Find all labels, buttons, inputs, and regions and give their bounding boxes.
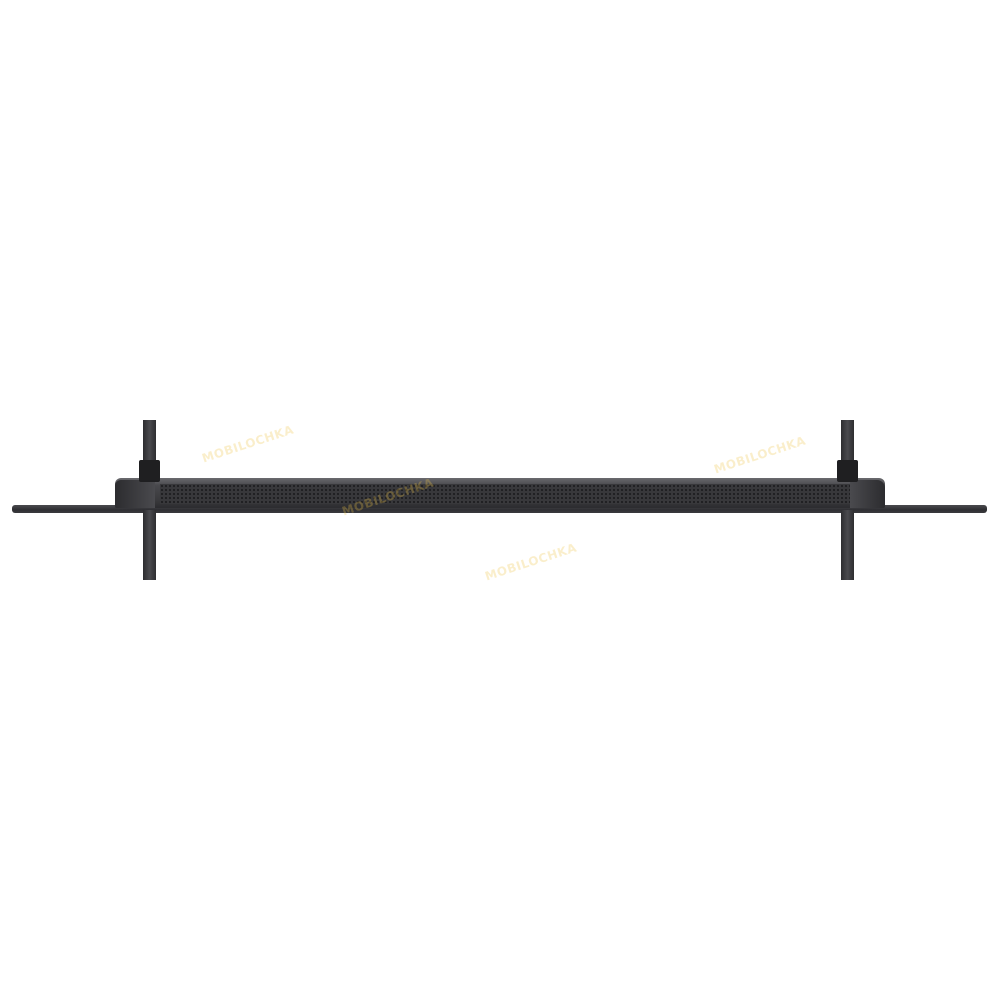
stand-joint-right xyxy=(837,460,858,482)
watermark-text: MOBILOCHKA xyxy=(483,540,579,584)
watermark-text: MOBILOCHKA xyxy=(712,433,808,477)
display-panel xyxy=(12,505,987,513)
stand-leg-right-front xyxy=(841,510,854,580)
stand-joint-left xyxy=(139,460,160,482)
watermark-text: MOBILOCHKA xyxy=(200,422,296,466)
housing-end-left xyxy=(115,480,155,508)
speaker-grille xyxy=(160,484,850,504)
housing-end-right xyxy=(850,480,885,508)
stand-leg-left-front xyxy=(143,510,156,580)
